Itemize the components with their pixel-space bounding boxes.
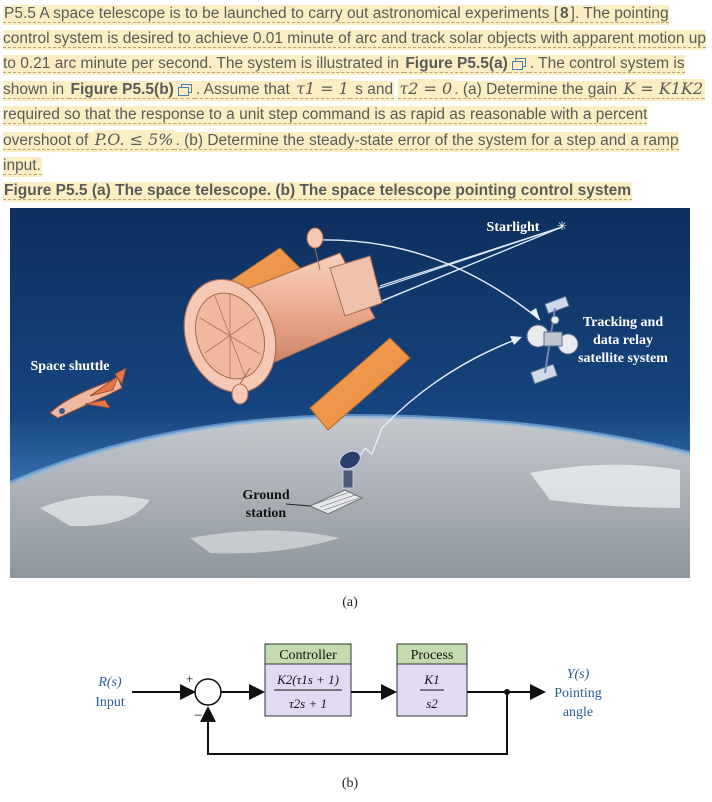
overshoot-equation: P.O. ≤ 5% [93,130,175,150]
ground-station-label-2: station [246,506,287,521]
tau2-equation: τ2 = 0 [398,79,454,99]
controller-block [264,643,352,717]
tracking-label-3: satellite system [578,351,668,366]
starlight-label: Starlight [487,220,540,235]
figure-a-link[interactable]: Figure P5.5(a) [404,55,509,73]
space-shuttle [49,367,127,419]
process-denominator: s2 [426,696,438,711]
telescope [183,227,411,431]
shuttle-label: Space shuttle [31,359,110,374]
process-numerator: K1 [423,672,439,687]
ground-station-label-1: Ground [242,488,289,503]
input-label: Input [95,695,125,710]
process-title: Process [411,648,454,663]
citation-link[interactable]: 8 [559,5,570,23]
subfigure-b-label: (b) [341,776,359,791]
space-telescope-illustration: ✳ [10,208,690,578]
problem-text-5: s and [349,81,395,99]
tracking-label-2: data relay [593,333,653,348]
summing-junction [194,678,222,706]
tau1-equation: τ1 = 1 [295,79,350,99]
tracking-label-1: Tracking and [583,315,663,330]
figure-b-link[interactable]: Figure P5.5(b) [69,81,175,99]
star-icon: ✳ [557,219,567,233]
output-label-2: angle [563,705,593,720]
controller-denominator: τ2s + 1 [289,696,327,711]
subfigure-a-label: (a) [342,595,358,610]
problem-text-4: . Assume that [194,81,296,99]
relay-satellite [526,295,579,385]
input-symbol: R(s) [97,675,122,690]
problem-text-6: . (a) Determine the gain [453,81,623,99]
ground-station [285,450,364,515]
problem-text-1: P5.5 A space telescope is to be launched… [3,5,560,23]
gain-equation: K = K1K2 [622,79,705,99]
controller-title: Controller [279,648,337,663]
relay-link [354,337,521,464]
starlight-arc [319,239,541,321]
minus-sign: − [194,708,202,724]
controller-numerator: K2(τ1s + 1) [276,672,339,687]
figure-a-link-icon[interactable] [508,55,529,73]
figure-b-link-icon[interactable] [174,81,195,99]
block-diagram: R(s) Input + − Controller K2(τ1s + 1) τ2… [95,643,602,755]
output-label-1: Pointing [554,686,601,701]
process-block [396,643,468,717]
feedback-path [200,692,508,755]
problem-statement: P5.5 A space telescope is to be launched… [3,1,707,178]
figure-caption: Figure P5.5 (a) The space telescope. (b)… [3,182,633,200]
output-symbol: Y(s) [567,667,590,682]
plus-sign: + [186,671,193,686]
